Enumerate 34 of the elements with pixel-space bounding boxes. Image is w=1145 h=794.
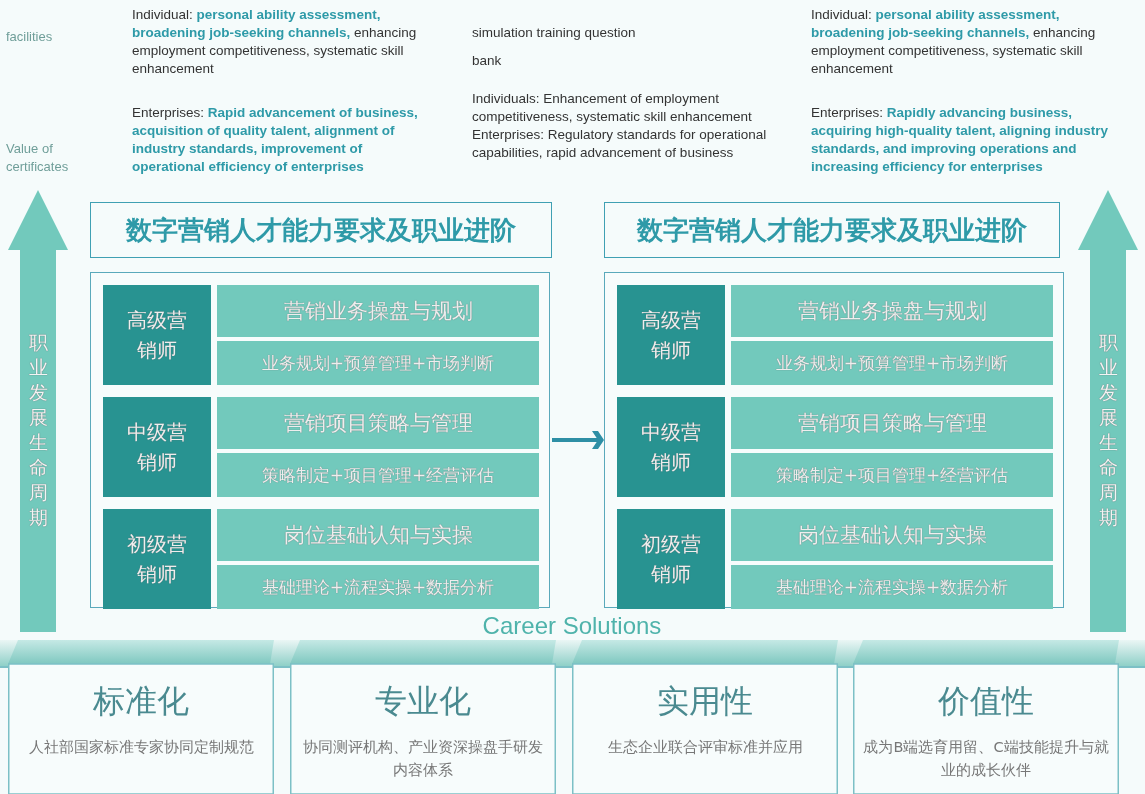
skill-bar: 营销项目策略与管理 <box>731 397 1053 449</box>
skill-bar: 策略制定+项目管理+经营评估 <box>731 453 1053 497</box>
panel-frame <box>90 272 550 608</box>
level-box: 高级营销师 <box>103 285 211 385</box>
description-text: Enterprises: Rapidly advancing business, acquiring high-quality talent, aligning industry standards, and improving operations and increasing efficiency for enterprises <box>811 104 1109 176</box>
level-box: 中级营销师 <box>617 397 725 497</box>
panel-frame <box>604 272 1064 608</box>
level-box: 中级营销师 <box>103 397 211 497</box>
level-box: 初级营销师 <box>103 509 211 609</box>
skill-bar: 岗位基础认知与实操 <box>217 509 539 561</box>
description-text: Individuals: Enhancement of employment competitiveness, systematic skill enhancement Enterprises: Regulatory standards for operational capabilities, rapid advancement of business <box>472 90 768 162</box>
level-box: 高级营销师 <box>617 285 725 385</box>
caption-text: facilities <box>6 28 54 46</box>
description-text: bank <box>472 52 503 70</box>
description-text: Individual: personal ability assessment, broadening job-seeking channels, enhancing employment competitiveness, systematic skill enhancement <box>811 6 1097 78</box>
skill-bar: 基础理论+流程实操+数据分析 <box>217 565 539 609</box>
skill-bar: 业务规划+预算管理+市场判断 <box>217 341 539 385</box>
skill-bar: 营销业务操盘与规划 <box>217 285 539 337</box>
lifecycle-pillar: 职业发展生命周期 <box>1078 190 1138 632</box>
skill-bar: 基础理论+流程实操+数据分析 <box>731 565 1053 609</box>
description-text: Individual: personal ability assessment, broadening job-seeking channels, enhancing employment competitiveness, systematic skill enhancement <box>132 6 418 78</box>
skill-bar: 岗位基础认知与实操 <box>731 509 1053 561</box>
lifecycle-pillar: 职业发展生命周期 <box>8 190 68 632</box>
slogan-text: Career Solutions <box>481 612 663 640</box>
level-box: 初级营销师 <box>617 509 725 609</box>
description-text: Enterprises: Rapid advancement of business, acquisition of quality talent, alignment of industry standards, improvement of operational efficiency of enterprises <box>132 104 419 176</box>
skill-bar: 营销业务操盘与规划 <box>731 285 1053 337</box>
skill-bar: 业务规划+预算管理+市场判断 <box>731 341 1053 385</box>
title-box: 数字营销人才能力要求及职业进阶 <box>90 202 552 258</box>
description-text: simulation training question <box>472 24 637 42</box>
title-box: 数字营销人才能力要求及职业进阶 <box>604 202 1060 258</box>
caption-text: Value of certificates <box>6 140 70 176</box>
skill-bar: 营销项目策略与管理 <box>217 397 539 449</box>
skill-bar: 策略制定+项目管理+经营评估 <box>217 453 539 497</box>
